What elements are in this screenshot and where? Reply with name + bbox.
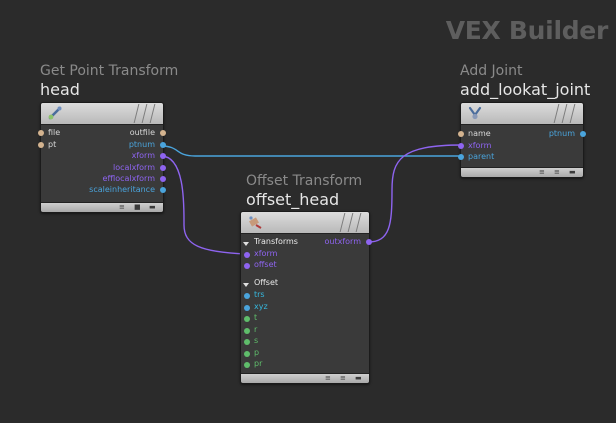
input-port[interactable]	[244, 263, 250, 269]
minus-icon[interactable]: ▬	[355, 374, 362, 382]
node-get-point-transform[interactable]: file pt outfile ptnum xform localxform e…	[38, 102, 166, 213]
wire-xform-to-xform[interactable]	[160, 155, 247, 255]
collapse-triangle-icon[interactable]	[243, 283, 249, 287]
node-name-label[interactable]: offset_head	[246, 190, 340, 209]
input-port[interactable]	[244, 351, 250, 357]
input-label: t	[254, 313, 258, 322]
output-port[interactable]	[580, 131, 586, 137]
input-label: xyz	[254, 302, 268, 311]
input-label: p	[254, 348, 260, 357]
input-label: pr	[254, 359, 263, 368]
equal-icon[interactable]: ≡	[325, 374, 331, 382]
bone-icon	[48, 106, 62, 120]
transform-icon	[249, 216, 262, 229]
node-footer[interactable]: ≡ ≡ ▬	[461, 167, 583, 177]
input-port[interactable]	[244, 339, 250, 345]
output-label: localxform	[112, 163, 155, 172]
node-add-joint[interactable]: name xform parent ptnum ≡ ≡ ▬	[458, 102, 586, 178]
output-label: efflocalxform	[102, 174, 155, 183]
node-flags[interactable]	[335, 212, 369, 233]
wire-ptnum-to-parent[interactable]	[160, 145, 462, 157]
output-port[interactable]	[160, 176, 166, 182]
equal-icon[interactable]: ≡	[554, 168, 560, 176]
minus-icon[interactable]: ▬	[149, 203, 156, 211]
node-header[interactable]	[241, 212, 369, 234]
input-port[interactable]	[244, 305, 250, 311]
node-header[interactable]	[461, 103, 583, 125]
input-label: file	[48, 128, 61, 137]
node-footer[interactable]: ≡ ≡ ▬	[241, 373, 369, 383]
input-label: s	[254, 336, 259, 345]
output-port[interactable]	[160, 130, 166, 136]
node-flags[interactable]	[129, 103, 163, 124]
node-name-label[interactable]: add_lookat_joint	[460, 80, 591, 99]
input-port[interactable]	[38, 142, 44, 148]
output-port[interactable]	[160, 187, 166, 193]
equal-icon[interactable]: ≡	[119, 203, 125, 211]
output-port[interactable]	[160, 142, 166, 148]
node-name-label[interactable]: head	[40, 80, 80, 99]
input-port[interactable]	[244, 316, 250, 322]
input-port[interactable]	[244, 362, 250, 368]
input-port[interactable]	[244, 328, 250, 334]
input-label: offset	[254, 260, 277, 269]
output-port[interactable]	[366, 239, 372, 245]
node-footer[interactable]: ≡ ■ ▬	[41, 202, 163, 212]
input-port[interactable]	[38, 130, 44, 136]
output-label: outfile	[129, 128, 155, 137]
collapse-triangle-icon[interactable]	[243, 242, 249, 246]
bone-icon	[468, 106, 482, 120]
input-port[interactable]	[244, 293, 250, 299]
input-port[interactable]	[458, 143, 464, 149]
node-type-label: Add Joint	[460, 63, 523, 79]
node-type-label: Get Point Transform	[40, 63, 179, 79]
output-label: outxform	[324, 237, 362, 246]
output-label: ptnum	[548, 129, 575, 138]
input-label: r	[254, 325, 258, 334]
equal-icon[interactable]: ≡	[340, 374, 346, 382]
input-port[interactable]	[458, 154, 464, 160]
input-label: name	[468, 129, 491, 138]
input-label: xform	[468, 141, 492, 150]
output-label: scaleinheritance	[89, 185, 155, 194]
network-context-title: VEX Builder	[445, 16, 609, 45]
node-type-label: Offset Transform	[246, 173, 363, 189]
output-label: ptnum	[128, 140, 155, 149]
node-flags[interactable]	[549, 103, 583, 124]
equal-icon[interactable]: ≡	[539, 168, 545, 176]
output-port[interactable]	[160, 165, 166, 171]
input-label: parent	[468, 152, 495, 161]
input-label: trs	[254, 290, 265, 299]
input-label: xform	[254, 249, 278, 258]
output-label: xform	[131, 151, 155, 160]
square-icon[interactable]: ■	[134, 203, 141, 211]
input-label: pt	[48, 140, 57, 149]
input-port[interactable]	[458, 131, 464, 137]
input-port[interactable]	[244, 252, 250, 258]
section-label[interactable]: Transforms	[254, 237, 298, 246]
minus-icon[interactable]: ▬	[569, 168, 576, 176]
wire-outxform-to-xform[interactable]	[367, 144, 463, 243]
section-label[interactable]: Offset	[254, 278, 279, 287]
output-port[interactable]	[160, 153, 166, 159]
node-offset-transform[interactable]: Transforms outxform xform offset Offset …	[240, 211, 372, 384]
node-header[interactable]	[41, 103, 163, 125]
